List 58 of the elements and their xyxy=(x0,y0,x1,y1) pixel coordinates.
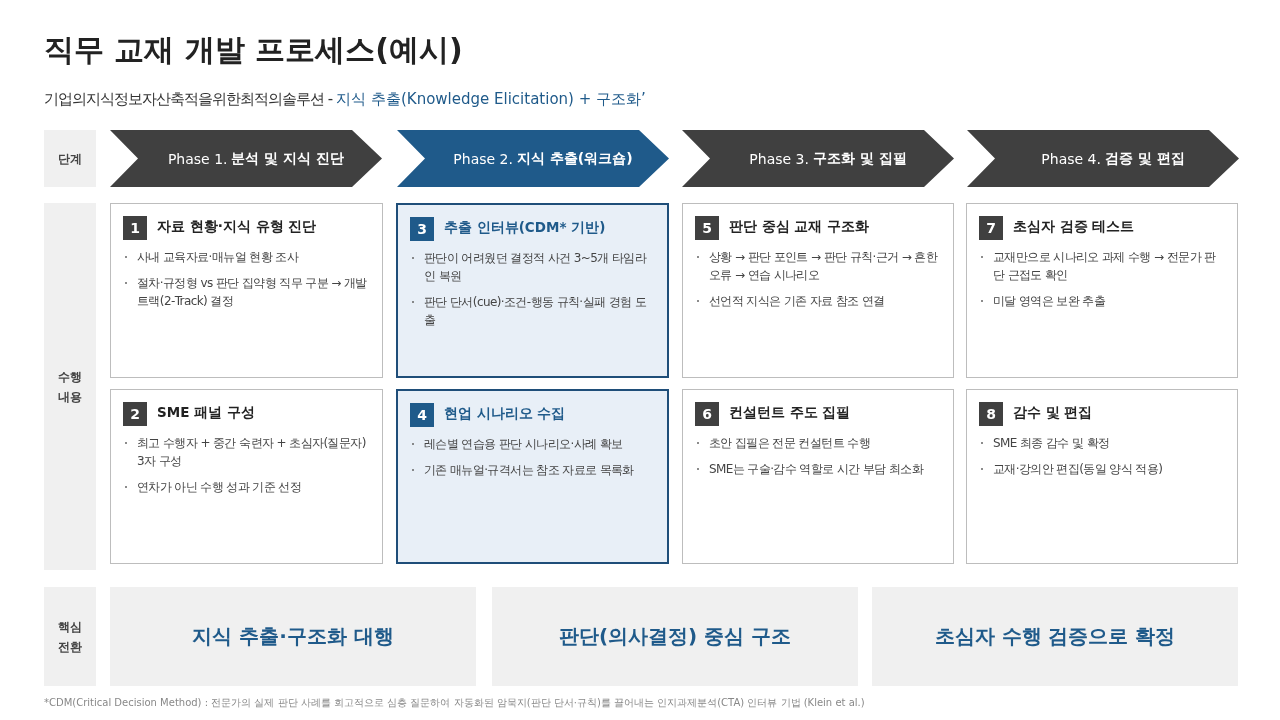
bullet-text: 판단이 어려웠던 결정적 사건 3~5개 타임라인 복원 xyxy=(424,250,648,285)
bullet-text: 절차·규정형 vs 판단 집약형 직무 구분 → 개발 트랙(2-Track) 결정 xyxy=(137,275,368,310)
bullet-text: 최고 수행자 + 중간 숙련자 + 초심자(질문자) 3자 구성 xyxy=(137,435,367,470)
step-heading: 초심자 검증 테스트 xyxy=(1013,218,1135,236)
phase-header xyxy=(110,130,382,187)
step-number-badge: 1 xyxy=(123,216,147,240)
row-header-text: 수행 내용 xyxy=(57,368,83,406)
step-heading: 컨설턴트 주도 집필 xyxy=(729,404,851,422)
step-heading: 자료 현황·지식 유형 진단 xyxy=(157,218,317,236)
bullet-text: 연차가 아닌 수행 성과 기준 선정 xyxy=(137,479,303,496)
bullet-text: 미달 영역은 보완 추출 xyxy=(993,293,1107,310)
step-card xyxy=(966,203,1238,378)
phase-label: Phase 1. 분석 및 지식 진단 xyxy=(166,148,346,169)
step-heading: 판단 중심 교재 구조화 xyxy=(729,218,870,236)
bullet-text: 교재·강의안 편집(동일 양식 적용) xyxy=(993,461,1164,478)
key-shift-text: 판단(의사결정) 중심 구조 xyxy=(558,623,792,650)
bullet-text: 판단 단서(cue)·조건-행동 규칙·실패 경험 도출 xyxy=(424,294,647,329)
bullet-text: SME는 구술·감수 역할로 시간 부담 최소화 xyxy=(709,461,925,478)
step-card xyxy=(966,389,1238,564)
step-heading: 감수 및 편집 xyxy=(1013,404,1093,422)
phase-header xyxy=(397,130,669,187)
step-card xyxy=(396,389,669,564)
phase-label: Phase 2. 지식 추출(워크숍) xyxy=(452,148,634,169)
bullet-text: 기존 매뉴얼·규격서는 참조 자료로 목록화 xyxy=(424,462,635,479)
step-heading: SME 패널 구성 xyxy=(157,404,255,422)
step-card xyxy=(110,389,383,564)
bullet-text: 초안 집필은 전문 컨설턴트 수행 xyxy=(709,435,872,452)
step-card xyxy=(682,389,954,564)
bullet-text: 교재만으로 시나리오 과제 수행 → 전문가 판단 근접도 확인 xyxy=(993,249,1217,284)
step-heading: 현업 시나리오 수집 xyxy=(444,405,566,423)
row-header-text: 단계 xyxy=(57,150,83,168)
bullet-text: 상황 → 판단 포인트 → 판단 규칙·근거 → 흔한 오류 → 연습 시나리오 xyxy=(709,249,939,284)
step-number-badge: 3 xyxy=(410,217,434,241)
step-number-badge: 5 xyxy=(695,216,719,240)
phase-label: Phase 3. 구조화 및 집필 xyxy=(748,148,908,169)
phase-header xyxy=(967,130,1239,187)
page-title: 직무 교재 개발 프로세스(예시) xyxy=(44,31,463,69)
bullet-text: 사내 교육자료·매뉴얼 현황 조사 xyxy=(137,249,300,266)
step-card xyxy=(110,203,383,378)
step-heading: 추출 인터뷰(CDM* 기반) xyxy=(444,219,606,237)
subtitle-text: 기업의지식정보자산축적을위한최적의솔루션 - xyxy=(44,90,333,108)
step-card xyxy=(396,203,669,378)
subtitle-text: 지식 추출(Knowledge Elicitation) + 구조화’ xyxy=(336,90,646,108)
bullet-text: 선언적 지식은 기존 자료 참조 연결 xyxy=(709,293,886,310)
footnote-text: *CDM(Critical Decision Method) : 전문가의 실제 판단 사례를 회고적으로 심층 질문하여 자동화된 암묵지(판단 단서·규칙)를 끌어내는 인지과제분석(CTA) 인터뷰 기법 (Klein et al.) xyxy=(44,696,865,710)
step-number-badge: 4 xyxy=(410,403,434,427)
step-number-badge: 8 xyxy=(979,402,1003,426)
bullet-text: SME 최종 감수 및 확정 xyxy=(993,435,1111,452)
step-number-badge: 6 xyxy=(695,402,719,426)
step-number-badge: 2 xyxy=(123,402,147,426)
bullet-text: 레슨별 연습용 판단 시나리오·사례 확보 xyxy=(424,436,624,453)
step-number-badge: 7 xyxy=(979,216,1003,240)
key-shift-text: 지식 추출·구조화 대행 xyxy=(192,623,394,650)
step-card xyxy=(682,203,954,378)
phase-label: Phase 4. 검증 및 편집 xyxy=(1040,148,1186,169)
key-shift-text: 초심자 수행 검증으로 확정 xyxy=(934,623,1176,650)
row-header-text: 핵심 전환 xyxy=(57,618,83,656)
phase-header xyxy=(682,130,954,187)
